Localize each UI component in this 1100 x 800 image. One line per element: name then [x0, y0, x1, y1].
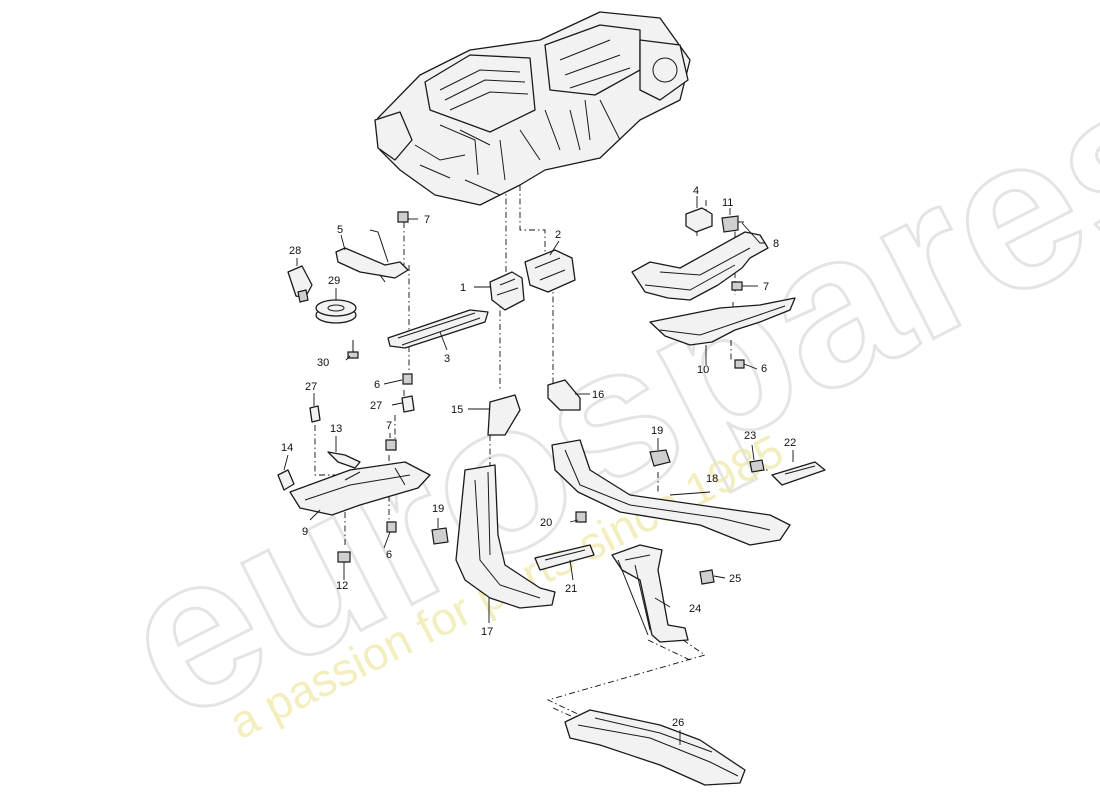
part-3-duct: [387, 309, 489, 349]
callout-21: 21: [565, 583, 577, 595]
part-16-outlet: [547, 379, 581, 411]
callout-1: 1: [460, 282, 466, 294]
callout-6b: 6: [386, 549, 392, 561]
callout-30: 30: [317, 357, 329, 369]
part-20-screw: [575, 511, 587, 523]
callout-19b: 19: [432, 503, 444, 515]
callout-10: 10: [697, 364, 709, 376]
part-26-duct: [564, 709, 746, 786]
callout-7b: 7: [763, 281, 769, 293]
part-8-duct: [631, 231, 769, 301]
part-23-screw: [749, 459, 765, 473]
part-15-outlet: [487, 394, 521, 436]
part-6-screw-b: [386, 521, 397, 533]
callout-17: 17: [481, 626, 493, 638]
part-4-clip: [685, 207, 713, 233]
callout-24: 24: [689, 603, 701, 615]
part-12-clip: [337, 551, 351, 563]
part-22-plate: [771, 461, 826, 486]
part-11-screw: [721, 215, 744, 233]
callout-14: 14: [281, 442, 293, 454]
part-7-clip-a: [397, 211, 409, 223]
part-19-nut-b: [431, 527, 449, 545]
callout-27b: 27: [370, 400, 382, 412]
callout-15: 15: [451, 404, 463, 416]
part-14-clip: [277, 469, 295, 491]
part-25-screw: [699, 569, 715, 585]
part-29-grommet: [315, 299, 357, 324]
callout-25: 25: [729, 573, 741, 585]
callout-4: 4: [693, 185, 699, 197]
callout-23: 23: [744, 430, 756, 442]
part-13-clip: [327, 451, 361, 469]
part-5-bracket: [335, 229, 409, 283]
callout-27a: 27: [305, 381, 317, 393]
callout-28: 28: [289, 245, 301, 257]
small-fasteners: [277, 211, 765, 585]
callout-20: 20: [540, 517, 552, 529]
part-1-connector: [489, 271, 525, 311]
callout-16: 16: [592, 389, 604, 401]
callout-18: 18: [706, 473, 718, 485]
hvac-unit: [374, 11, 691, 206]
callout-29: 29: [328, 275, 340, 287]
part-27-clip-b: [401, 395, 415, 413]
part-18-duct: [551, 439, 791, 546]
callout-9: 9: [302, 526, 308, 538]
callout-6c: 6: [761, 363, 767, 375]
part-27-clip-a: [309, 405, 321, 423]
part-6-screw-a: [402, 373, 413, 385]
callout-labels: 1 2 3 4 5 6 6 6 7 7 7 8 9 10 11 12 13 14…: [281, 185, 796, 729]
callout-19a: 19: [651, 425, 663, 437]
part-10-panel: [649, 297, 796, 346]
part-6-screw-c: [734, 359, 745, 369]
callout-8: 8: [773, 238, 779, 250]
part-7-clip-c: [385, 439, 397, 451]
callout-12: 12: [336, 580, 348, 592]
part-21-bracket: [534, 544, 595, 571]
callout-22: 22: [784, 437, 796, 449]
callout-13: 13: [330, 423, 342, 435]
part-30-bolt: [347, 340, 359, 359]
callout-leaders: [283, 196, 794, 745]
part-2-connector: [524, 249, 576, 293]
callout-7a: 7: [424, 214, 430, 226]
part-24-duct: [611, 544, 689, 643]
callout-7c: 7: [386, 420, 392, 432]
callout-26: 26: [672, 717, 684, 729]
part-19-nut-a: [649, 449, 671, 467]
callout-3: 3: [444, 353, 450, 365]
part-28-sensor: [287, 265, 313, 303]
callout-2: 2: [555, 229, 561, 241]
callout-6a: 6: [374, 379, 380, 391]
part-17-duct: [455, 464, 556, 609]
callout-11: 11: [722, 197, 733, 209]
part-9-floor-panel: [289, 461, 431, 516]
part-7-clip-b: [731, 281, 743, 291]
callout-5: 5: [337, 224, 343, 236]
